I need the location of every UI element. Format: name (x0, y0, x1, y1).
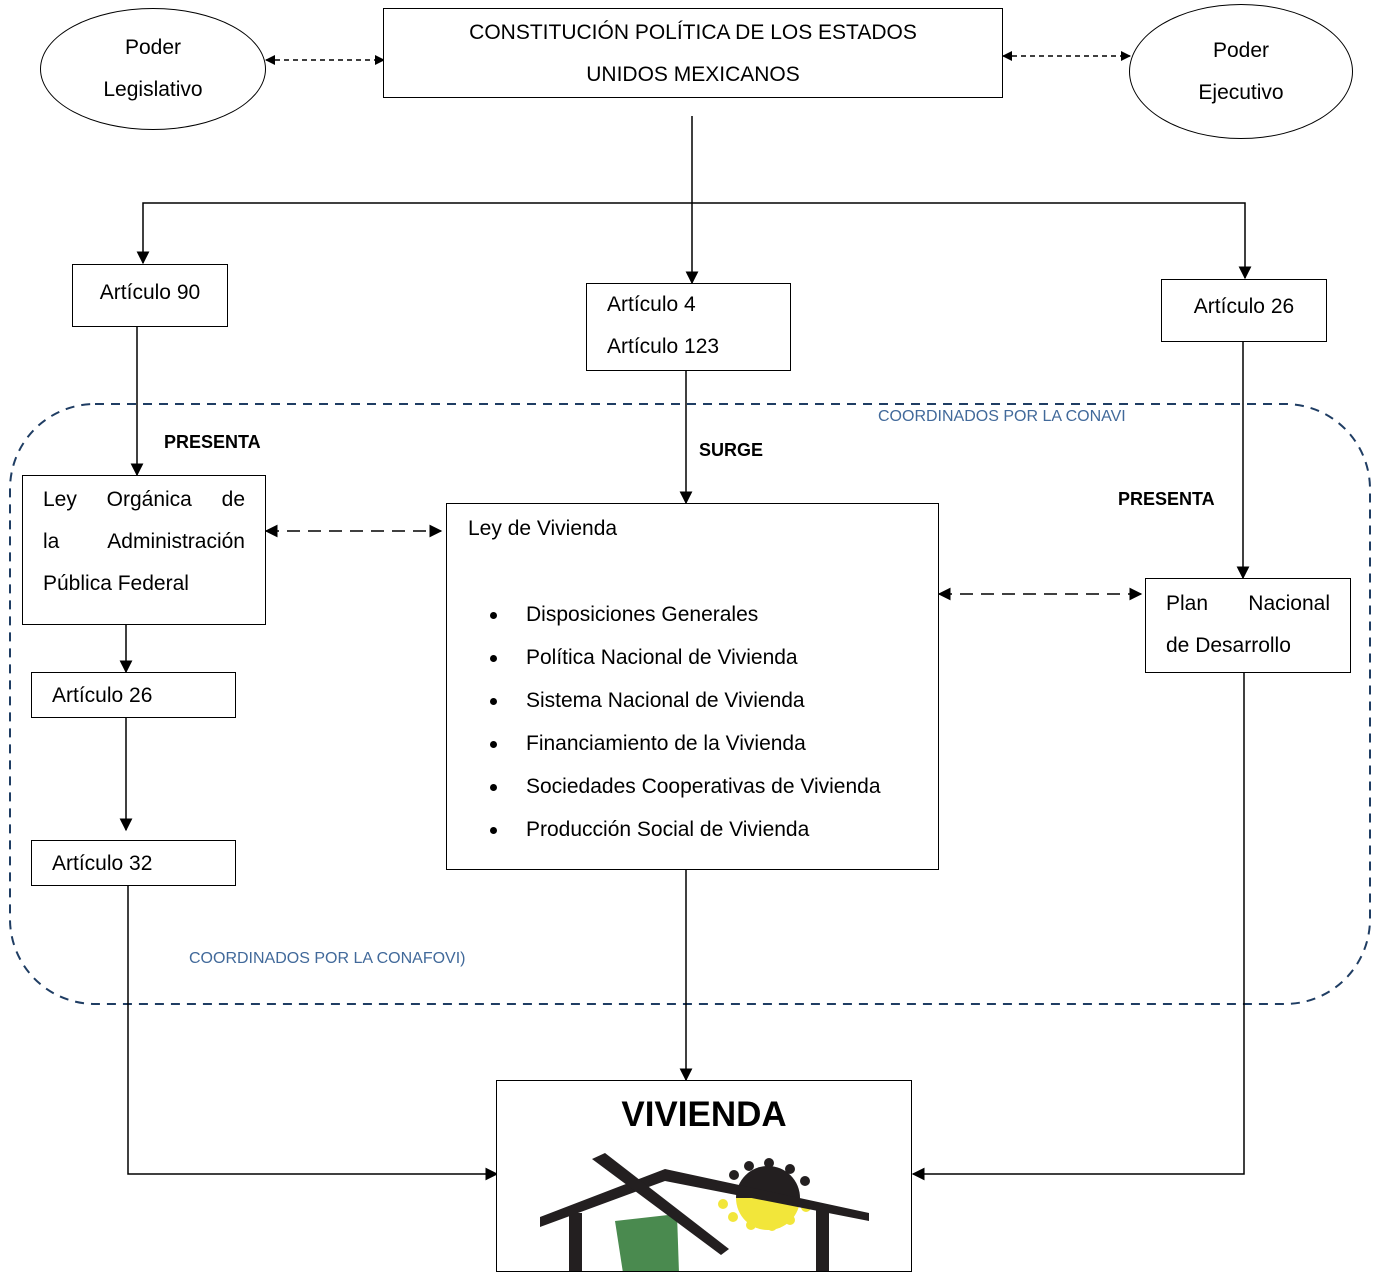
poder-ejecutivo-node: Poder Ejecutivo (1129, 4, 1353, 139)
articulo-90-label: Artículo 90 (99, 281, 201, 304)
plan-nacional-word2: Nacional (1248, 592, 1330, 615)
articulo-26-right-label: Artículo 26 (1193, 295, 1295, 318)
coordination-region (9, 403, 1371, 1005)
poder-legislativo-node: Poder Legislativo (40, 8, 266, 130)
ley-organica-word1: Ley (43, 488, 77, 511)
plan-nacional-node: Plan Nacional de Desarrollo (1145, 578, 1351, 673)
constitution-line1: CONSTITUCIÓN POLÍTICA DE LOS ESTADOS (469, 21, 917, 44)
presenta-right-label: PRESENTA (1118, 489, 1215, 509)
ley-organica-line3: Pública Federal (43, 572, 189, 595)
vivienda-title: VIVIENDA (621, 1095, 787, 1134)
plan-nacional-line2: de Desarrollo (1166, 634, 1291, 657)
surge-label: SURGE (699, 440, 764, 460)
list-item: Producción Social de Vivienda (468, 808, 938, 851)
articulo-26-left-label: Artículo 26 (52, 684, 153, 707)
list-item: Disposiciones Generales (468, 593, 938, 636)
articulo-90-node: Artículo 90 (72, 264, 228, 327)
plan-nacional-word1: Plan (1166, 592, 1209, 615)
ley-de-vivienda-list: Disposiciones Generales Política Naciona… (468, 593, 938, 851)
list-item: Financiamiento de la Vivienda (468, 722, 938, 765)
executive-line1: Poder (1212, 38, 1270, 62)
constitution-line2: UNIDOS MEXICANOS (586, 63, 800, 86)
legislative-line2: Legislativo (103, 78, 203, 101)
ley-organica-word5: Administración (107, 530, 245, 553)
presenta-left-label: PRESENTA (164, 432, 261, 452)
art32-vivienda-arrow (127, 886, 499, 1181)
legislative-line1: Poder (124, 36, 182, 59)
plan-nacional-vivienda-arrow (911, 672, 1245, 1181)
articulo-123-label: Artículo 123 (607, 335, 720, 358)
branch-left (136, 202, 692, 265)
conafovi-annotation: COORDINADOS POR LA CONAFOVI) (189, 950, 466, 967)
house-sun-logo (540, 1153, 869, 1271)
articulo-26-right-node: Artículo 26 (1161, 279, 1327, 342)
ley-organica-node: Ley Orgánica de la Administración Públic… (22, 475, 266, 625)
articulo-32-label: Artículo 32 (52, 852, 153, 875)
ley-organica-line2: la Administración (43, 521, 245, 563)
constitucion-node: CONSTITUCIÓN POLÍTICA DE LOS ESTADOS UNI… (383, 8, 1003, 98)
vivienda-node: VIVIENDA (496, 1080, 912, 1272)
articulo-32-node: Artículo 32 (31, 840, 236, 886)
branch-right (692, 202, 1252, 280)
executive-line2: Ejecutivo (1198, 80, 1284, 104)
list-item: Política Nacional de Vivienda (468, 636, 938, 679)
ley-de-vivienda-node: Ley de Vivienda Disposiciones Generales … (446, 503, 939, 870)
ley-organica-word2: Orgánica (106, 488, 192, 511)
articulo-4-123-node: Artículo 4 Artículo 123 (586, 283, 791, 371)
plan-nacional-line1: Plan Nacional (1166, 583, 1330, 625)
ley-organica-word4: la (43, 530, 60, 553)
list-item: Sistema Nacional de Vivienda (468, 679, 938, 722)
ley-de-vivienda-title: Ley de Vivienda (468, 517, 618, 540)
ley-organica-word3: de (221, 488, 245, 511)
ley-organica-line1: Ley Orgánica de (43, 479, 245, 521)
conavi-annotation: COORDINADOS POR LA CONAVI (878, 408, 1126, 425)
articulo-4-label: Artículo 4 (607, 293, 696, 316)
list-item: Sociedades Cooperativas de Vivienda (468, 765, 938, 808)
articulo-26-left-node: Artículo 26 (31, 672, 236, 718)
